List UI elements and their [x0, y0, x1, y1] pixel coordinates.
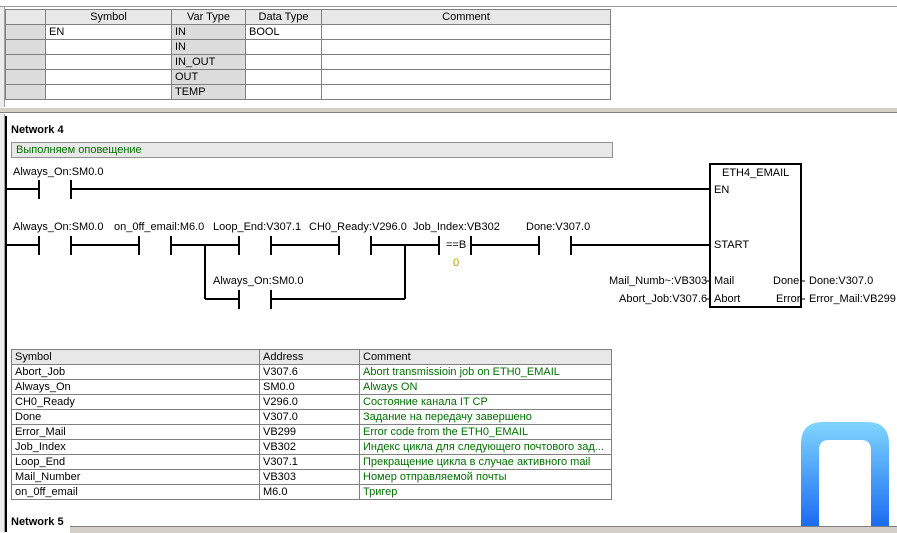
network-5-title[interactable]: Network 5 — [11, 516, 64, 528]
var-type-cell: IN_OUT — [171, 54, 246, 70]
address-cell: V296.0 — [259, 394, 360, 410]
address-cell: VB299 — [259, 424, 360, 440]
block-pin-mail: Mail — [714, 275, 735, 287]
column-header-comment: Comment — [359, 349, 612, 365]
watermark-logo — [801, 422, 889, 526]
operand-error[interactable]: Error_Mail:VB299 — [809, 293, 896, 305]
contact-label: Always_On:SM0.0 — [13, 166, 104, 178]
var-type-cell: OUT — [171, 69, 246, 85]
contact-label: Always_On:SM0.0 — [213, 275, 304, 287]
contact-label: Done:V307.0 — [526, 221, 591, 233]
operand-mail[interactable]: Mail_Numb~:VB303 — [609, 275, 708, 287]
contact-label: Job_Index:VB302 — [413, 221, 500, 233]
left-margin-bar-lower — [0, 114, 5, 532]
comment-cell: Индекс цикла для следующего почтового за… — [359, 439, 612, 455]
contact-label: Always_On:SM0.0 — [13, 221, 104, 233]
symbol-cell: CH0_Ready — [11, 394, 260, 410]
var-type-cell: IN — [171, 39, 246, 55]
column-header-comment[interactable]: Comment — [321, 9, 611, 25]
eth4-email-block[interactable] — [709, 163, 802, 308]
column-header-address: Address — [259, 349, 360, 365]
block-pin-error: Error — [776, 293, 801, 305]
symbol-table-header: Symbol Address Comment — [11, 349, 612, 365]
row-selector[interactable] — [5, 84, 46, 100]
symbol-cell: Done — [11, 409, 260, 425]
bottom-scroll-strip[interactable] — [70, 526, 897, 533]
address-cell: SM0.0 — [259, 379, 360, 395]
table-row[interactable]: IN — [5, 39, 611, 55]
symbol-cell: Mail_Number — [11, 469, 260, 485]
table-row[interactable]: TEMP — [5, 84, 611, 100]
row-selector[interactable] — [5, 39, 46, 55]
contact-label: CH0_Ready:V296.0 — [309, 221, 407, 233]
column-header-data-type[interactable]: Data Type — [245, 9, 322, 25]
address-cell: V307.0 — [259, 409, 360, 425]
symbol-cell: Job_Index — [11, 439, 260, 455]
operand-abort[interactable]: Abort_Job:V307.6 — [619, 293, 708, 305]
address-cell: VB303 — [259, 469, 360, 485]
block-pin-done: Done — [773, 275, 800, 287]
table-row[interactable]: OUT — [5, 69, 611, 85]
symbol-cell: on_0ff_email — [11, 484, 260, 500]
network-comment[interactable]: Выполняем оповещение — [11, 142, 613, 158]
compare-value[interactable]: 0 — [453, 257, 460, 269]
var-type-cell: IN — [171, 24, 246, 40]
symbol-cell: Always_On — [11, 379, 260, 395]
address-cell: VB302 — [259, 439, 360, 455]
comment-cell: Тригер — [359, 484, 612, 500]
contact-label: Loop_End:V307.1 — [213, 221, 302, 233]
block-pin-start: START — [714, 239, 750, 251]
var-type-cell: TEMP — [171, 84, 246, 100]
comment-cell: Прекращение цикла в случае активного mai… — [359, 454, 612, 470]
left-margin-bar — [0, 7, 5, 107]
column-header-symbol: Symbol — [11, 349, 260, 365]
comment-cell: Состояние канала IT CP — [359, 394, 612, 410]
row-selector[interactable] — [5, 69, 46, 85]
comment-cell[interactable] — [321, 84, 611, 100]
variable-table[interactable]: Symbol Var Type Data Type Comment EN IN … — [5, 9, 611, 100]
comment-cell: Задание на передачу завершено — [359, 409, 612, 425]
comment-cell: Номер отправляемой почты — [359, 469, 612, 485]
pane-splitter[interactable] — [0, 107, 897, 113]
block-pin-abort: Abort — [714, 293, 741, 305]
top-toolbar-strip — [0, 0, 897, 7]
column-header-var-type[interactable]: Var Type — [171, 9, 246, 25]
compare-operator: ==B — [446, 239, 467, 251]
network-4-title[interactable]: Network 4 — [11, 124, 64, 136]
operand-done[interactable]: Done:V307.0 — [809, 275, 874, 287]
comment-cell: Abort transmissioin job on ETH0_EMAIL — [359, 364, 612, 380]
address-cell: V307.1 — [259, 454, 360, 470]
address-cell: V307.6 — [259, 364, 360, 380]
comment-cell: Error code from the ETH0_EMAIL — [359, 424, 612, 440]
address-cell: M6.0 — [259, 484, 360, 500]
block-pin-en: EN — [714, 184, 730, 196]
symbol-cell: Error_Mail — [11, 424, 260, 440]
row-header-corner — [5, 9, 46, 25]
variable-table-header: Symbol Var Type Data Type Comment — [5, 9, 611, 25]
table-row[interactable]: EN IN BOOL — [5, 24, 611, 40]
symbol-cell: Loop_End — [11, 454, 260, 470]
comment-cell: Always ON — [359, 379, 612, 395]
contact-label: on_0ff_email:M6.0 — [114, 221, 205, 233]
block-name: ETH4_EMAIL — [722, 167, 790, 179]
symbol-cell: Abort_Job — [11, 364, 260, 380]
